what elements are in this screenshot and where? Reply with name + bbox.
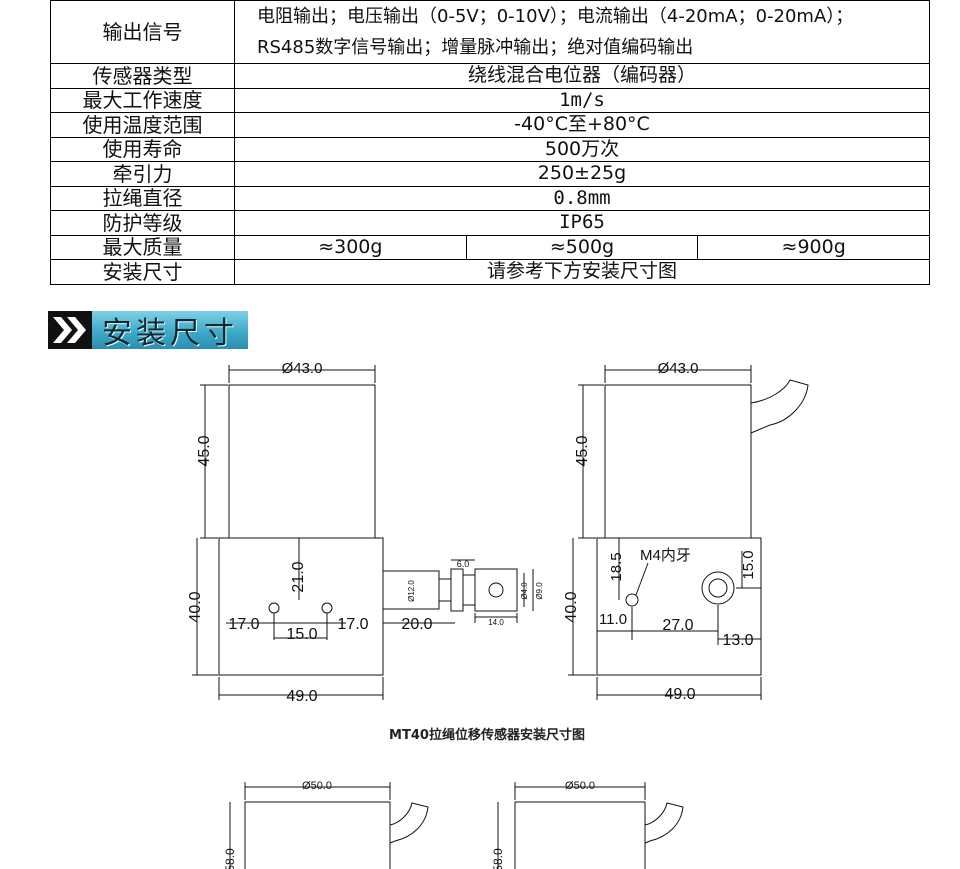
side-h-base-label: 40.0 <box>563 591 580 622</box>
output-line-1: 电阻输出；电压输出（0-5V；0-10V）；电流输出（4-20mA；0-20mA… <box>257 6 854 27</box>
row-label: 牵引力 <box>50 161 235 187</box>
row-value: 电阻输出；电压输出（0-5V；0-10V）；电流输出（4-20mA；0-20mA… <box>234 0 930 64</box>
drawing-caption: MT40拉绳位移传感器安装尺寸图 <box>389 727 585 743</box>
row-value: IP65 <box>234 210 930 236</box>
mass-500: ≈500g <box>465 235 698 259</box>
table-row: 最大质量 ≈300g ≈500g ≈900g <box>50 234 930 260</box>
front-h-base-label: 40.0 <box>187 591 204 622</box>
row-label: 防护等级 <box>50 210 235 236</box>
table-row: 牵引力 250±25g <box>50 161 930 187</box>
front-d9-label: Ø9.0 <box>535 582 544 600</box>
output-line-2: RS485数字信号输出；增量脉冲输出；绝对值编码输出 <box>257 37 694 58</box>
front-d14-label: 14.0 <box>488 618 504 627</box>
row-value: 1m/s <box>234 87 930 113</box>
side-d13-label: 13.0 <box>722 632 753 649</box>
front-cylinder <box>228 384 376 539</box>
table-row: 拉绳直径 0.8mm <box>50 185 930 211</box>
side-cable <box>750 379 809 434</box>
spec-table: 输出信号 电阻输出；电压输出（0-5V；0-10V）；电流输出（4-20mA；0… <box>50 0 930 285</box>
front-d21-label: 21.0 <box>290 561 307 592</box>
table-row: 最大工作速度 1m/s <box>50 87 930 113</box>
front-d17l-label: 17.0 <box>228 616 259 633</box>
side-h-top-label: 45.0 <box>574 435 591 466</box>
front-hole-left <box>268 602 280 614</box>
side-m4-label: M4内牙 <box>640 547 691 564</box>
row-label: 传感器类型 <box>50 63 235 89</box>
side-shaft-outer <box>701 571 735 605</box>
side-d11-label: 11.0 <box>599 611 627 628</box>
row-label: 使用温度范围 <box>50 112 235 138</box>
front-base <box>218 537 384 676</box>
row-value: 500万次 <box>234 136 930 162</box>
row-value: 250±25g <box>234 161 930 187</box>
front-d6-label: 6.0 <box>457 559 470 569</box>
section-header: 安装尺寸 <box>48 311 248 351</box>
mass-300: ≈300g <box>318 235 383 258</box>
front-d20-label: 20.0 <box>401 616 432 633</box>
side-dia-label: Ø43.0 <box>658 360 699 377</box>
front-d15-label: 15.0 <box>286 626 317 643</box>
side-cylinder <box>604 384 752 539</box>
table-row: 使用温度范围 -40°C至+80°C <box>50 112 930 138</box>
table-row: 传感器类型 绕线混合电位器（编码器） <box>50 63 930 89</box>
front-d4-label: Ø4.0 <box>520 582 529 600</box>
mass-900: ≈900g <box>697 235 929 259</box>
front-dia-label: Ø43.0 <box>282 360 323 377</box>
lower-left-cable <box>389 802 429 844</box>
table-row: 输出信号 电阻输出；电压输出（0-5V；0-10V）；电流输出（4-20mA；0… <box>50 0 930 64</box>
row-value: -40°C至+80°C <box>234 112 930 138</box>
row-label: 安装尺寸 <box>50 259 235 285</box>
section-title: 安装尺寸 <box>92 311 248 351</box>
table-row: 防护等级 IP65 <box>50 210 930 236</box>
front-w-base-label: 49.0 <box>286 688 317 705</box>
row-value: ≈300g ≈500g ≈900g <box>234 234 930 260</box>
row-label: 输出信号 <box>50 0 235 64</box>
lower-left-cylinder <box>244 801 391 869</box>
row-label: 使用寿命 <box>50 136 235 162</box>
side-m4-hole <box>625 593 639 607</box>
lower-right-cylinder <box>514 801 646 869</box>
row-value: 绕线混合电位器（编码器） <box>234 63 930 89</box>
double-chevron-right-icon <box>48 311 92 349</box>
front-d17r-label: 17.0 <box>337 616 368 633</box>
front-h-top-label: 45.0 <box>196 435 213 466</box>
lower-right-cable <box>644 802 684 844</box>
lower-left-h-label: 58.0 <box>223 848 237 869</box>
row-label: 拉绳直径 <box>50 185 235 211</box>
lower-right-h-label: 58.0 <box>491 848 505 869</box>
row-value: 0.8mm <box>234 185 930 211</box>
table-row: 使用寿命 500万次 <box>50 136 930 162</box>
side-base <box>596 537 762 676</box>
lower-left-dia-label: Ø50.0 <box>302 780 332 792</box>
front-d12-label: Ø12.0 <box>407 580 416 602</box>
row-value: 请参考下方安装尺寸图 <box>234 259 930 285</box>
row-label: 最大质量 <box>50 234 235 260</box>
dimension-drawing: Ø43.0 45.0 40.0 49.0 21.0 17.0 15.0 17.0… <box>187 360 809 869</box>
front-rope-head <box>474 568 518 612</box>
row-label: 最大工作速度 <box>50 87 235 113</box>
lower-right-dia-label: Ø50.0 <box>565 780 595 792</box>
side-d15-label: 15.0 <box>740 550 757 579</box>
side-d185-label: 18.5 <box>608 552 625 581</box>
side-w-base-label: 49.0 <box>664 686 695 703</box>
table-row: 安装尺寸 请参考下方安装尺寸图 <box>50 259 930 285</box>
front-hole-right <box>321 602 333 614</box>
side-d27-label: 27.0 <box>662 617 693 634</box>
